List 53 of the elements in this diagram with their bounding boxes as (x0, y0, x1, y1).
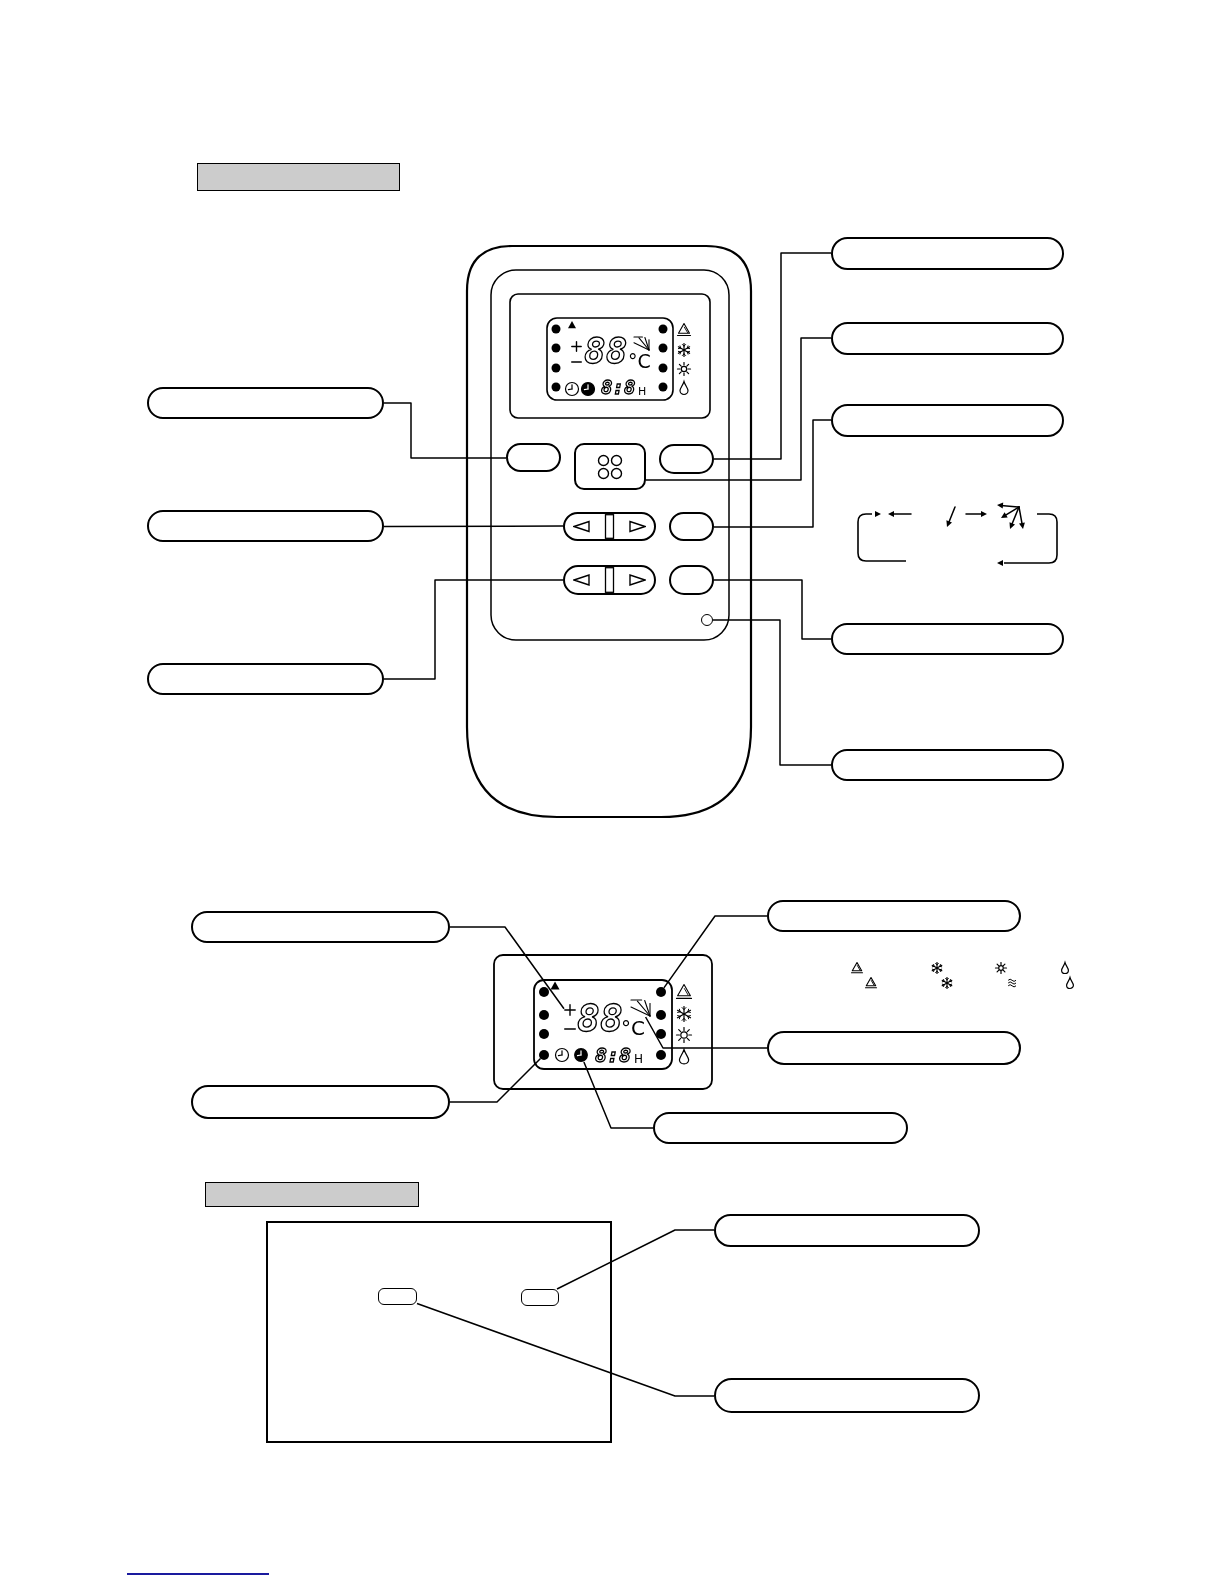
leader-line (583, 1061, 654, 1129)
callout-box (831, 623, 1064, 655)
leader-line (713, 419, 832, 528)
callout-box (191, 1085, 450, 1119)
indicator-lamp (701, 614, 713, 626)
leader-line (713, 252, 832, 460)
remote-button (574, 443, 646, 490)
callout-box (767, 900, 1021, 932)
callout-box (147, 663, 384, 695)
callout-box (147, 387, 384, 419)
leader-line (556, 1229, 715, 1290)
panel-button (521, 1289, 559, 1306)
hour-unit: H (638, 386, 647, 397)
leader-line (449, 926, 565, 1010)
heading-bar (197, 163, 400, 191)
callout-box (767, 1031, 1021, 1065)
hour-unit: H (634, 1053, 644, 1065)
leader-line (663, 915, 768, 989)
dot-icon (539, 1050, 549, 1060)
leader-line (645, 337, 832, 481)
leader-line (383, 525, 564, 528)
leader-line (383, 579, 564, 680)
callout-box (653, 1112, 908, 1144)
callout-box (831, 404, 1064, 437)
callout-box (714, 1378, 980, 1413)
callout-box (831, 749, 1064, 781)
clock-icon (574, 1048, 588, 1062)
leader-line (383, 402, 507, 459)
celsius-unit: °C (628, 352, 651, 371)
callout-box (831, 237, 1064, 270)
panel-button (378, 1288, 417, 1305)
leader-line (713, 579, 832, 640)
remote-button (669, 512, 714, 541)
callout-box (831, 322, 1064, 355)
remote-button (659, 444, 714, 474)
callout-box (714, 1214, 980, 1247)
celsius-unit: °C (621, 1018, 645, 1038)
dot-icon (656, 987, 666, 997)
callout-box (191, 911, 450, 943)
louver-rays-icon (630, 999, 651, 1017)
temperature-digits: 88 (577, 999, 623, 1037)
remote-button (506, 443, 561, 472)
heading-bar (205, 1182, 419, 1207)
leader-line (712, 619, 832, 766)
temperature-digits: 88 (584, 333, 628, 369)
leader-line (644, 1016, 768, 1049)
timer-digits: 8:8 (601, 378, 636, 397)
rocker-button (563, 565, 656, 595)
plus-minus-icon (564, 1004, 576, 1030)
leader-line (416, 1302, 715, 1397)
callout-box (147, 510, 384, 542)
remote-button (669, 565, 714, 595)
rocker-button (563, 512, 656, 541)
